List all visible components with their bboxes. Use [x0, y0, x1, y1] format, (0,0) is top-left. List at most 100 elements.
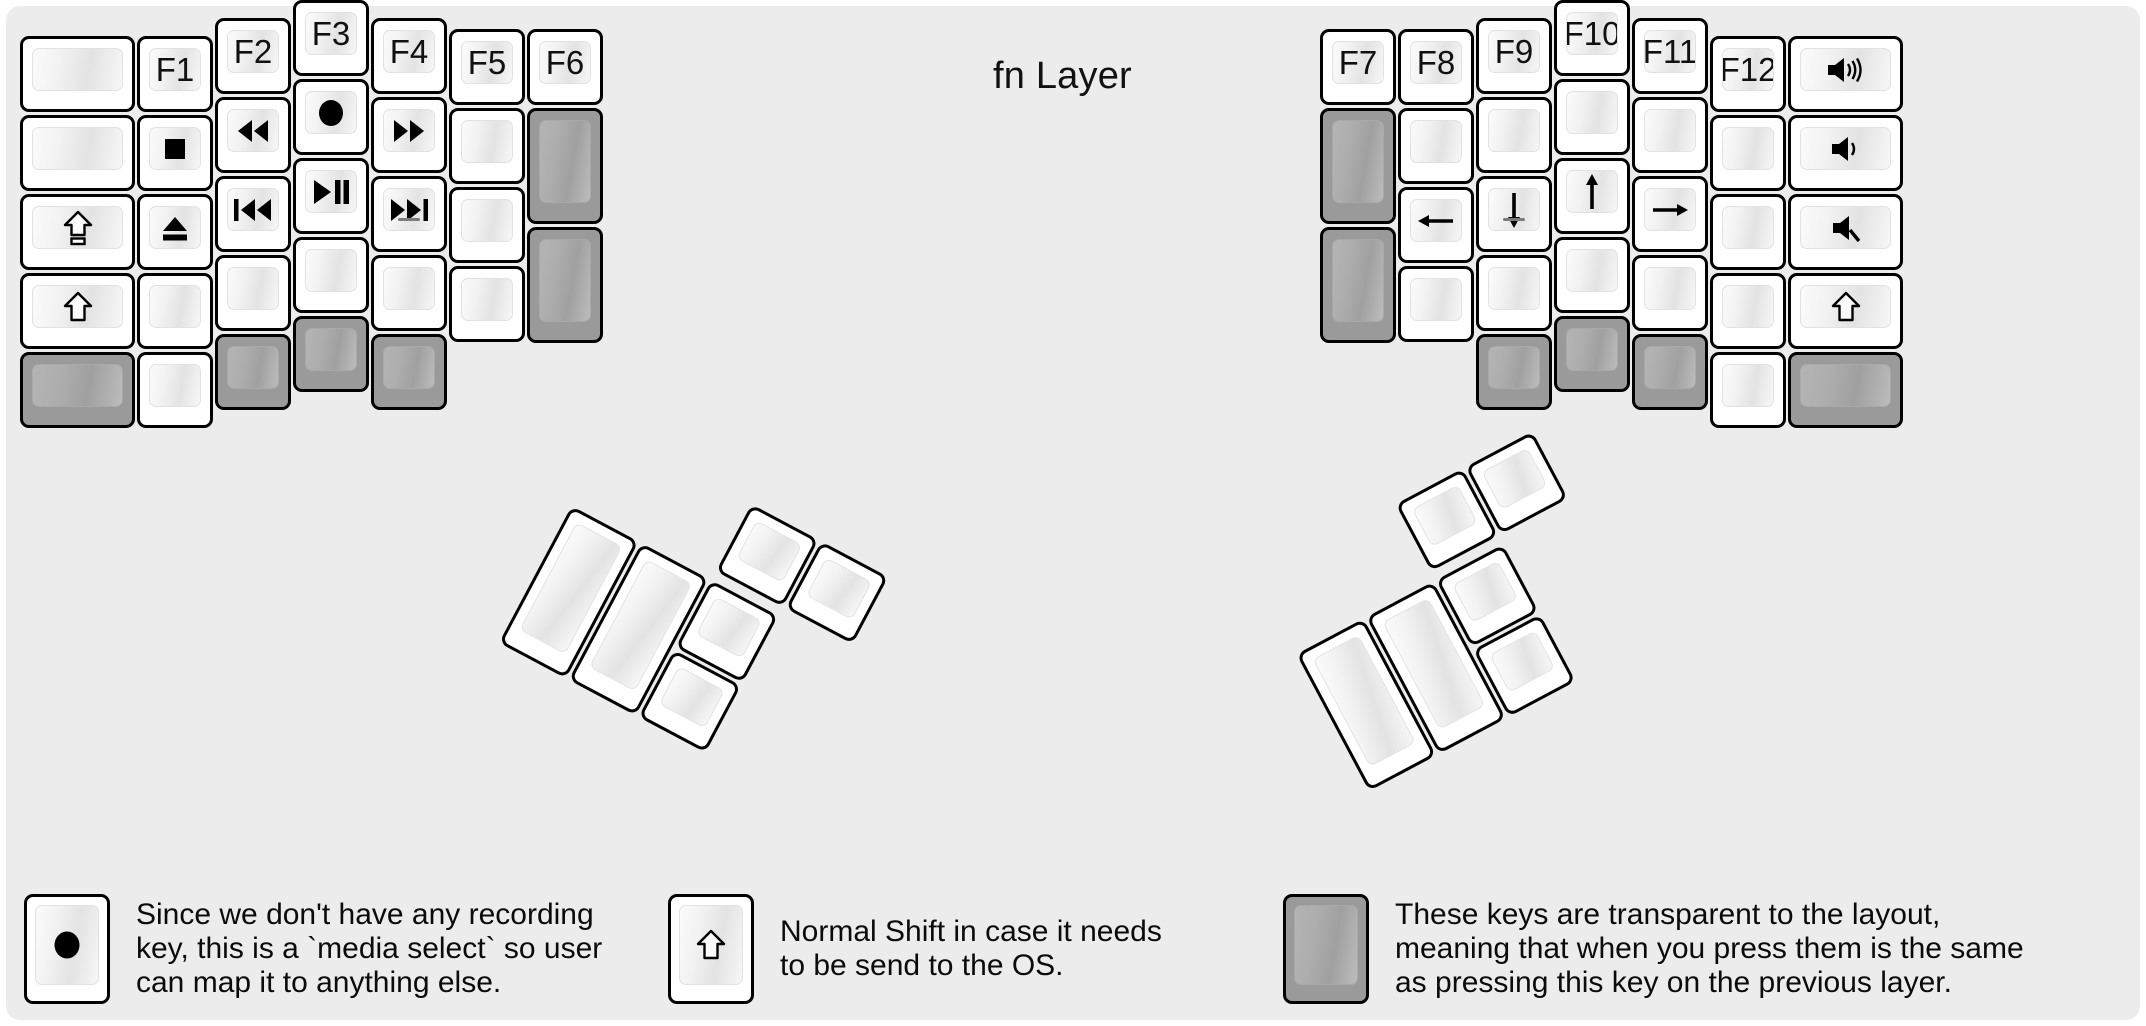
key-left-inner-r2[interactable] [449, 187, 525, 263]
legend-line: to be send to the OS. [780, 949, 1064, 982]
key-left-index-r2[interactable] [371, 176, 447, 252]
key-left-index-r3-face [383, 267, 435, 310]
key-glyph [1415, 206, 1457, 236]
key-left-middle-r2-face [305, 170, 357, 213]
media-record-icon [54, 931, 80, 959]
key-right-pinky-r2[interactable] [1710, 194, 1786, 270]
key-right-middle-r0[interactable]: F10 [1554, 0, 1630, 76]
key-left-pinky-outer-r3-face [32, 285, 123, 328]
key-right-ring-r0[interactable]: F11 [1632, 18, 1708, 94]
key-right-index-r4[interactable] [1476, 334, 1552, 410]
key-right-middle-r2[interactable] [1554, 158, 1630, 234]
key-left-inner-r3[interactable] [449, 266, 525, 342]
key-left-pinky-outer-r1-face [32, 127, 123, 170]
key-right-inner-extra-r1[interactable] [1320, 108, 1396, 224]
key-left-inner-extra-r1[interactable] [527, 108, 603, 224]
key-left-pinky-r2[interactable] [137, 194, 213, 270]
key-right-middle-r0-face: F10 [1566, 12, 1618, 55]
key-label: F12 [1722, 51, 1774, 88]
key-right-inner-r2[interactable] [1398, 187, 1474, 263]
key-left-middle-r0[interactable]: F3 [293, 0, 369, 76]
key-left-middle-r2[interactable] [293, 158, 369, 234]
key-left-pinky-r4[interactable] [137, 352, 213, 428]
key-right-index-r3[interactable] [1476, 255, 1552, 331]
key-right-inner-r0[interactable]: F8 [1398, 29, 1474, 105]
arrow-left-icon [1418, 214, 1453, 227]
shift-icon [696, 929, 726, 960]
key-left-ring-r4[interactable] [215, 334, 291, 410]
key-right-ring-r3-face [1644, 267, 1696, 310]
key-right-ring-r1[interactable] [1632, 97, 1708, 173]
key-right-pinky-r0[interactable]: F12 [1710, 36, 1786, 112]
shift-icon [63, 291, 92, 321]
key-thumb-left-4-face [695, 596, 763, 659]
key-left-pinky-r0[interactable]: F1 [137, 36, 213, 112]
key-left-pinky-outer-r2-face [32, 206, 123, 249]
key-right-pinky-outer-r4[interactable] [1788, 352, 1903, 428]
key-right-pinky-outer-r4-face [1800, 364, 1891, 407]
key-right-inner-extra-r2[interactable] [1320, 227, 1396, 343]
key-right-ring-r4-face [1644, 346, 1696, 389]
key-thumb-right-3-face [1481, 447, 1548, 511]
key-left-index-r0[interactable]: F4 [371, 18, 447, 94]
key-right-pinky-r2-face [1722, 206, 1774, 249]
key-right-ring-r2[interactable] [1632, 176, 1708, 252]
key-left-inner-extra-r0[interactable]: F6 [527, 29, 603, 105]
key-glyph [233, 117, 273, 145]
key-right-inner-extra-r0-face: F7 [1332, 41, 1384, 84]
key-left-inner-r1[interactable] [449, 108, 525, 184]
key-right-pinky-r0-face: F12 [1722, 48, 1774, 91]
key-right-pinky-r3[interactable] [1710, 273, 1786, 349]
key-left-pinky-r1[interactable] [137, 115, 213, 191]
key-left-pinky-outer-r3[interactable] [20, 273, 135, 349]
key-left-pinky-outer-r2[interactable] [20, 194, 135, 270]
key-right-index-r2[interactable] [1476, 176, 1552, 252]
key-left-inner-r0[interactable]: F5 [449, 29, 525, 105]
key-left-pinky-outer-r4-face [32, 364, 123, 407]
key-glyph [314, 96, 348, 130]
key-left-pinky-outer-r4[interactable] [20, 352, 135, 428]
key-right-middle-r3[interactable] [1554, 237, 1630, 313]
key-left-ring-r2[interactable] [215, 176, 291, 252]
key-glyph [389, 117, 429, 145]
key-right-pinky-outer-r1-face [1800, 127, 1891, 170]
key-right-pinky-r1[interactable] [1710, 115, 1786, 191]
caps-lock-icon [63, 210, 92, 245]
key-left-middle-r4[interactable] [293, 316, 369, 392]
key-right-pinky-outer-r1[interactable] [1788, 115, 1903, 191]
key-right-inner-extra-r0[interactable]: F7 [1320, 29, 1396, 105]
key-left-index-r3[interactable] [371, 255, 447, 331]
key-left-pinky-outer-r1[interactable] [20, 115, 135, 191]
key-left-middle-r1[interactable] [293, 79, 369, 155]
key-left-ring-r1[interactable] [215, 97, 291, 173]
key-right-middle-r1[interactable] [1554, 79, 1630, 155]
key-left-inner-extra-r2[interactable] [527, 227, 603, 343]
key-right-index-r0-face: F9 [1488, 30, 1540, 73]
key-right-middle-r4[interactable] [1554, 316, 1630, 392]
key-left-pinky-outer-r0[interactable] [20, 36, 135, 112]
key-glyph [62, 209, 94, 247]
key-right-ring-r3[interactable] [1632, 255, 1708, 331]
key-thumb-left-2-face [736, 520, 803, 583]
key-left-ring-r0[interactable]: F2 [215, 18, 291, 94]
key-right-pinky-outer-r3[interactable] [1788, 273, 1903, 349]
key-left-index-r4[interactable] [371, 334, 447, 410]
key-right-index-r1[interactable] [1476, 97, 1552, 173]
key-left-middle-r3[interactable] [293, 237, 369, 313]
key-right-ring-r4[interactable] [1632, 334, 1708, 410]
key-label: F6 [545, 44, 585, 81]
key-right-pinky-r4[interactable] [1710, 352, 1786, 428]
key-left-ring-r3[interactable] [215, 255, 291, 331]
key-right-pinky-outer-r0[interactable] [1788, 36, 1903, 112]
key-left-pinky-r3[interactable] [137, 273, 213, 349]
key-right-inner-r1[interactable] [1398, 108, 1474, 184]
key-left-inner-extra-r1-face [539, 120, 591, 203]
page-title: fn Layer [993, 55, 1132, 97]
key-left-index-r1[interactable] [371, 97, 447, 173]
key-left-middle-r4-face [305, 328, 357, 371]
key-right-inner-r3[interactable] [1398, 266, 1474, 342]
key-glyph [158, 212, 192, 244]
key-right-index-r0[interactable]: F9 [1476, 18, 1552, 94]
key-right-pinky-outer-r2[interactable] [1788, 194, 1903, 270]
